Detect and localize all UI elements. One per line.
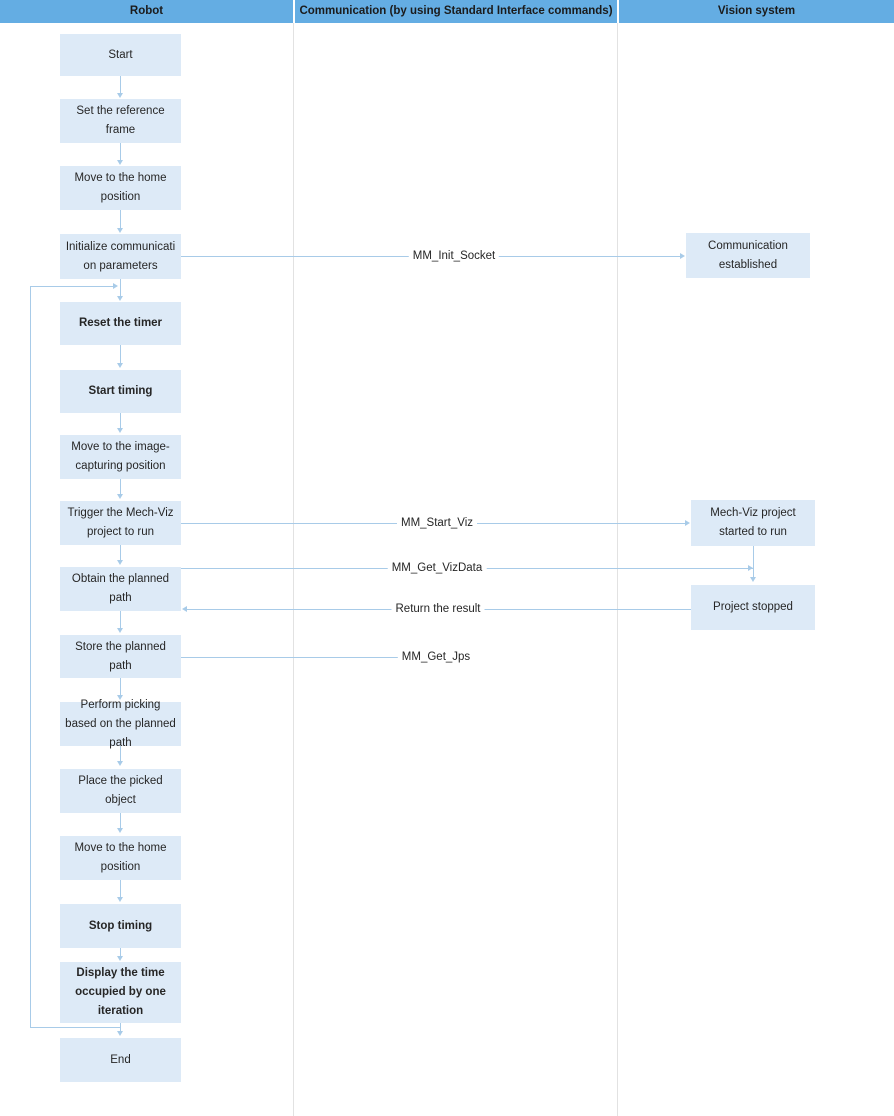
msg-label-start-viz: MM_Start_Viz: [396, 516, 478, 530]
arrowhead-to-display-time: [117, 956, 123, 961]
connector-viz-started-to-project-stopped: [753, 546, 754, 578]
node-start[interactable]: Start: [60, 34, 181, 76]
arrowhead-to-end: [117, 1031, 123, 1036]
arrowhead-to-perform-pick: [117, 695, 123, 700]
node-trigger-mech-viz-project[interactable]: Trigger the Mech-Viz project to run: [60, 501, 181, 545]
arrowhead-start-viz: [685, 520, 690, 526]
arrowhead-to-image-pos: [117, 428, 123, 433]
connector-reference-frame-to-home-1: [120, 143, 121, 161]
node-store-planned-path[interactable]: Store the planned path: [60, 635, 181, 678]
lane-header-communication: Communication (by using Standard Interfa…: [299, 5, 613, 17]
node-set-reference-frame[interactable]: Set the reference frame: [60, 99, 181, 143]
node-move-home-position-1[interactable]: Move to the home position: [60, 166, 181, 210]
msg-label-return-result: Return the result: [391, 602, 485, 616]
header-separator-1: [293, 0, 295, 23]
connector-image-pos-to-trigger-viz: [120, 479, 121, 495]
msgline-get-jps: [181, 657, 400, 658]
lane-header-robot: Robot: [129, 5, 164, 17]
loopback-bottom-segment: [30, 1027, 121, 1028]
arrowhead-to-init-comm: [117, 228, 123, 233]
node-start-timing[interactable]: Start timing: [60, 370, 181, 413]
node-communication-established[interactable]: Communication established: [686, 233, 810, 278]
arrowhead-init-socket: [680, 253, 685, 259]
connector-obtain-path-to-store-path: [120, 611, 121, 629]
swimlane-header-band: [0, 0, 894, 23]
arrowhead-to-start-timing: [117, 363, 123, 368]
loopback-arrowhead: [113, 283, 118, 289]
connector-reset-timer-to-start-timing: [120, 345, 121, 364]
arrowhead-to-store-path: [117, 628, 123, 633]
arrowhead-to-reset-timer: [117, 296, 123, 301]
connector-home-1-to-init-comm: [120, 210, 121, 229]
arrowhead-to-reference-frame: [117, 93, 123, 98]
connector-perform-pick-to-place-object: [120, 746, 121, 762]
node-end[interactable]: End: [60, 1038, 181, 1082]
node-project-stopped[interactable]: Project stopped: [691, 585, 815, 630]
node-display-time-per-iteration[interactable]: Display the time occupied by one iterati…: [60, 962, 181, 1023]
loopback-top-segment: [30, 286, 114, 287]
arrowhead-project-stopped: [750, 577, 756, 582]
msg-label-get-vizdata: MM_Get_VizData: [387, 561, 487, 575]
arrowhead-return-result: [182, 606, 187, 612]
node-stop-timing[interactable]: Stop timing: [60, 904, 181, 948]
header-separator-2: [617, 0, 619, 23]
arrowhead-to-obtain-path: [117, 560, 123, 565]
connector-init-comm-to-reset-timer: [120, 279, 121, 297]
connector-start-to-reference-frame: [120, 76, 121, 94]
arrowhead-to-place-object: [117, 761, 123, 766]
node-reset-the-timer[interactable]: Reset the timer: [60, 302, 181, 345]
arrowhead-to-stop-timing: [117, 897, 123, 902]
arrowhead-to-home-2: [117, 828, 123, 833]
node-initialize-communication-parameters[interactable]: Initialize communicati on parameters: [60, 234, 181, 279]
node-perform-picking[interactable]: Perform picking based on the planned pat…: [60, 699, 181, 749]
lane-divider-communication-vision: [617, 23, 618, 1116]
connector-start-timing-to-image-pos: [120, 413, 121, 429]
loopback-left-segment: [30, 286, 31, 1028]
node-move-home-position-2[interactable]: Move to the home position: [60, 836, 181, 880]
connector-store-path-to-perform-pick: [120, 678, 121, 696]
node-obtain-planned-path[interactable]: Obtain the planned path: [60, 567, 181, 611]
connector-stop-timing-to-display-time: [120, 948, 121, 957]
arrowhead-get-vizdata: [748, 565, 753, 571]
node-move-image-capturing-position[interactable]: Move to the image-capturing position: [60, 435, 181, 479]
connector-place-object-to-home-2: [120, 813, 121, 829]
arrowhead-to-trigger-viz: [117, 494, 123, 499]
msg-label-get-jps: MM_Get_Jps: [397, 650, 475, 664]
arrowhead-to-home-1: [117, 160, 123, 165]
lane-header-vision-system: Vision system: [717, 5, 796, 17]
node-place-picked-object[interactable]: Place the picked object: [60, 769, 181, 813]
connector-trigger-viz-to-obtain-path: [120, 545, 121, 561]
connector-home-2-to-stop-timing: [120, 880, 121, 898]
node-mech-viz-project-started[interactable]: Mech-Viz project started to run: [691, 500, 815, 546]
msg-label-init-socket: MM_Init_Socket: [408, 249, 500, 263]
lane-divider-robot-communication: [293, 23, 294, 1116]
